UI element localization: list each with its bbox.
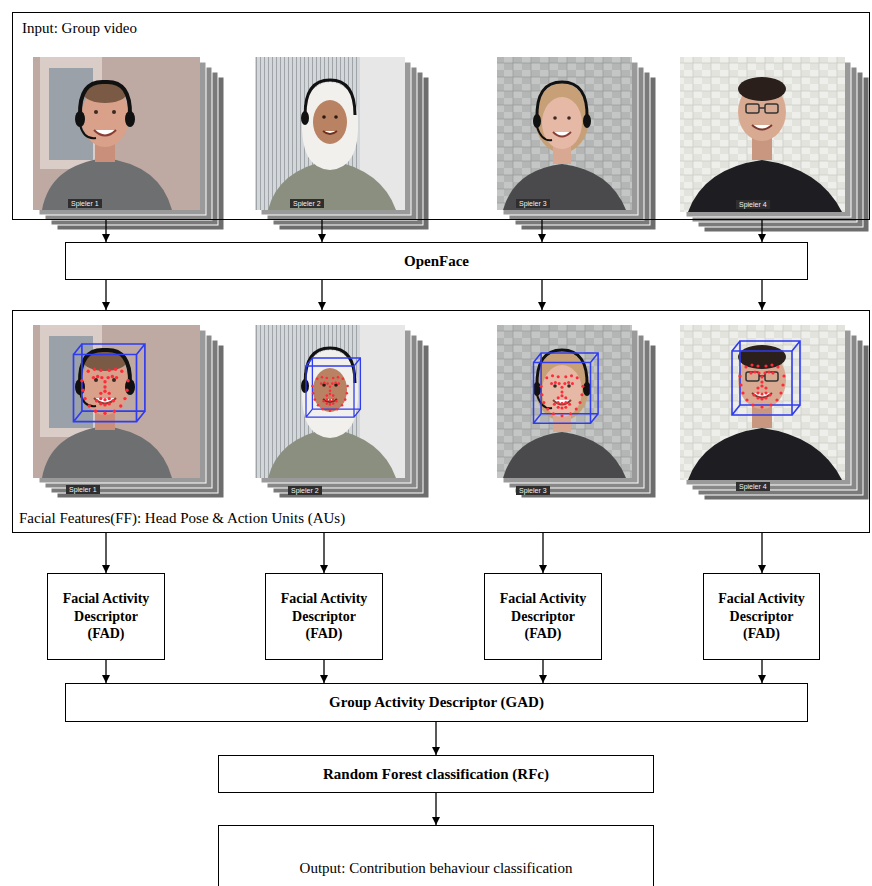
flow-arrow	[105, 220, 106, 242]
speaker-tag: Spieler 3	[516, 199, 550, 208]
flow-arrow	[323, 660, 324, 683]
speaker-tag: Spieler 1	[66, 485, 100, 494]
process-box: Facial Activity Descriptor (FAD)	[47, 573, 165, 660]
participant-photo	[497, 325, 656, 498]
process-box: OpenFace	[65, 242, 808, 280]
flow-arrow	[105, 660, 106, 683]
flow-arrow	[541, 280, 542, 310]
speaker-tag: Spieler 2	[290, 199, 324, 208]
box-label: Facial Activity Descriptor (FAD)	[54, 590, 158, 643]
speaker-tag: Spieler 1	[68, 199, 102, 208]
box-label: Facial Activity Descriptor (FAD)	[272, 590, 376, 643]
flow-arrow	[321, 280, 322, 310]
flow-arrow	[541, 220, 542, 242]
box-label: Facial Features(FF): Head Pose & Action …	[19, 509, 345, 528]
participant-photo	[255, 325, 429, 498]
box-label: Input: Group video	[22, 19, 137, 38]
participant-photo	[680, 325, 869, 500]
participant-photo	[255, 57, 429, 230]
process-box: Group Activity Descriptor (GAD)	[65, 683, 808, 722]
face-landmarks	[74, 344, 145, 422]
participant-photo	[33, 57, 224, 230]
box-label: Random Forest classification (RFc)	[323, 765, 549, 784]
flow-arrow	[105, 533, 106, 573]
speaker-tag: Spieler 4	[736, 200, 770, 209]
flow-arrow	[435, 793, 436, 825]
flow-arrow	[321, 220, 322, 242]
box-label: Facial Activity Descriptor (FAD)	[710, 590, 813, 643]
input-panel: Input: Group video	[12, 12, 870, 220]
flow-arrow	[323, 533, 324, 573]
box-label: OpenFace	[404, 252, 469, 271]
box-label: Group Activity Descriptor (GAD)	[329, 693, 544, 712]
flow-arrow	[435, 722, 436, 755]
feature-panel: Facial Features(FF): Head Pose & Action …	[12, 310, 870, 533]
box-label: Output: Contribution behaviour classific…	[300, 859, 573, 878]
tracked-photo-row	[33, 325, 869, 500]
participant-photo	[497, 57, 656, 230]
participant-photo	[33, 325, 224, 498]
flow-arrow	[761, 660, 762, 683]
process-box: Facial Activity Descriptor (FAD)	[265, 573, 383, 660]
flow-arrow	[542, 533, 543, 573]
flow-arrow	[542, 660, 543, 683]
flow-arrow	[761, 533, 762, 573]
output-box: Output: Contribution behaviour classific…	[218, 825, 654, 886]
face-landmarks	[306, 358, 360, 417]
process-box: Facial Activity Descriptor (FAD)	[484, 573, 602, 660]
flow-arrow	[105, 280, 106, 310]
box-label: Facial Activity Descriptor (FAD)	[491, 590, 595, 643]
speaker-tag: Spieler 4	[736, 482, 770, 491]
speaker-tag: Spieler 3	[516, 486, 550, 495]
process-box: Random Forest classification (RFc)	[218, 755, 654, 793]
participant-photo	[680, 57, 869, 232]
speaker-tag: Spieler 2	[288, 486, 322, 495]
flow-arrow	[761, 220, 762, 242]
face-landmarks	[732, 341, 800, 415]
face-landmarks	[534, 353, 599, 423]
flow-arrow	[761, 280, 762, 310]
process-box: Facial Activity Descriptor (FAD)	[703, 573, 820, 660]
